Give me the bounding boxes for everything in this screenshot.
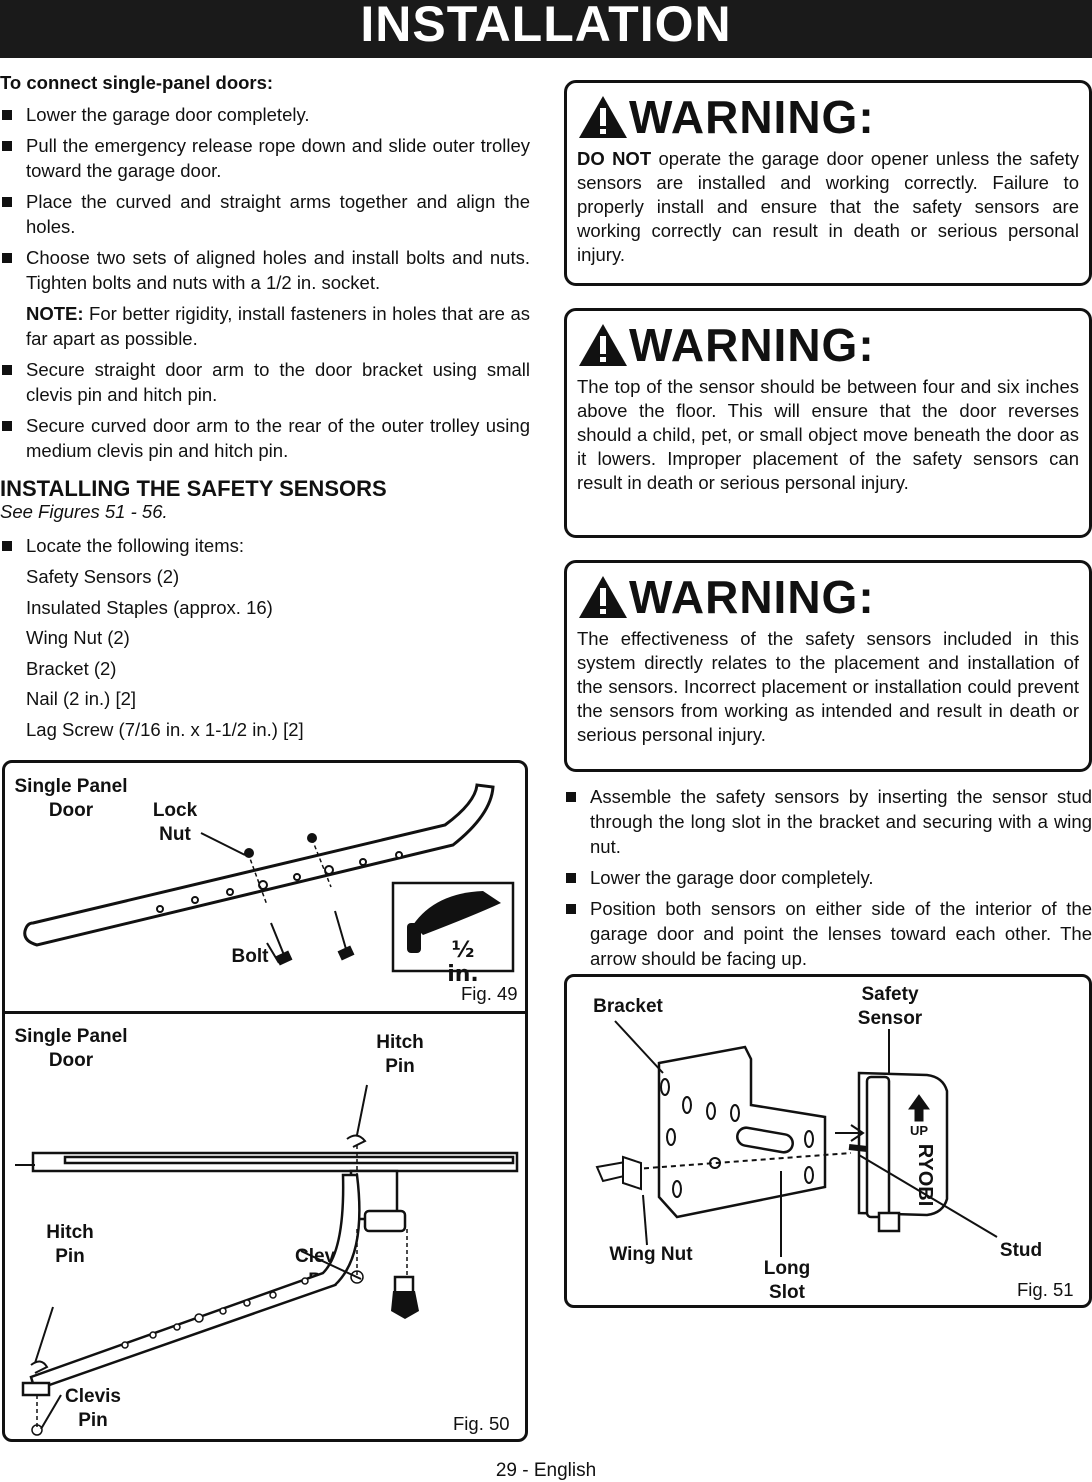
note-text: For better rigidity, install fasteners i… [26,303,530,349]
note-label: NOTE: [26,303,84,324]
page-banner: INSTALLATION [0,0,1092,58]
brand-logo: RYOBI [914,1143,936,1207]
label-line: Pin [385,1056,415,1077]
warning-header: WARNING: [577,319,1079,371]
fig51-wingnut-label: Wing Nut [609,1244,693,1265]
parts-item: Insulated Staples (approx. 16) [26,596,273,618]
fig49-number: Fig. 49 [461,983,518,1004]
section-subtitle: See Figures 51 - 56. [0,501,168,522]
up-marking: UP [909,1123,929,1138]
step-item: Secure curved door arm to the rear of th… [0,413,530,463]
rigidity-note: NOTE: For better rigidity, install faste… [0,301,530,351]
step-item: Place the curved and straight arms toget… [0,189,530,239]
label-line: Door [48,1050,94,1071]
label-line: Hitch [376,1032,424,1053]
socket-size-label: ½ in. [447,938,479,987]
warning-triangle-icon [579,96,627,138]
label-line: Single Panel [14,1026,128,1047]
warning-header: WARNING: [577,91,1079,143]
fig51-bracket-label: Bracket [593,996,663,1017]
label-line: Safety [861,984,919,1005]
parts-item: Safety Sensors (2) [26,566,180,587]
warning-body: operate the garage door opener unless th… [577,148,1079,265]
warning-title: WARNING: [629,91,875,143]
warning-box: WARNING: DO NOT operate the garage door … [564,80,1092,286]
warning-title: WARNING: [629,319,875,371]
label-line: Lock [152,800,198,821]
fig51-sensor-drawing [595,1020,998,1257]
single-panel-steps: Lower the garage door completely. Pull t… [0,102,530,295]
parts-item: Lag Screw (7/16 in. x 1-1/2 in.) [2] [26,718,304,740]
locate-list: Locate the following items: [0,533,530,558]
fig49-bolt-label: Bolt [231,946,269,967]
warning-box: WARNING: The top of the sensor should be… [564,308,1092,538]
section-title: INSTALLING THE SAFETY SENSORS [0,476,387,501]
warning-text: DO NOT operate the garage door opener un… [577,147,1079,267]
step-item: Pull the emergency release rope down and… [0,133,530,183]
warning-body: The effectiveness of the safety sensors … [577,628,1079,745]
fig50-number: Fig. 50 [453,1413,510,1434]
label-line: Pin [78,1410,108,1431]
fig51-number: Fig. 51 [1017,1279,1074,1300]
warning-triangle-icon [579,324,627,366]
fig50-arm-drawing [15,1084,519,1436]
warning-box: WARNING: The effectiveness of the safety… [564,560,1092,772]
step-item: Choose two sets of aligned holes and ins… [0,245,530,295]
parts-item: Nail (2 in.) [2] [26,688,137,709]
warning-body: The top of the sensor should be between … [577,376,1079,493]
locate-item: Locate the following items: [0,533,530,558]
step-item: Lower the garage door completely. [0,102,530,127]
label-line: Sensor [857,1008,923,1029]
sensor-step: Position both sensors on either side of … [564,896,1092,971]
warning-lead: DO NOT [577,148,652,169]
label-line: Nut [159,824,191,845]
fig49-arm-drawing [23,783,515,973]
right-column: WARNING: DO NOT operate the garage door … [564,72,1092,977]
warning-triangle-icon [579,576,627,618]
step-item: Secure straight door arm to the door bra… [0,357,530,407]
label-line: Clevis [65,1386,121,1407]
warning-title: WARNING: [629,571,875,623]
label-line: Pin [55,1246,85,1267]
parts-item: Wing Nut (2) [26,627,130,648]
label-line: Single Panel [14,776,128,797]
single-panel-heading: To connect single-panel doors: [0,72,274,93]
figure-divider [5,1011,525,1014]
single-panel-steps-cont: Secure straight door arm to the door bra… [0,357,530,463]
warning-header: WARNING: [577,571,1079,623]
label-line: Door [48,800,94,821]
page-footer: 29 - English [495,1460,597,1481]
parts-item: Bracket (2) [26,657,117,679]
label-line: Slot [769,1282,805,1303]
sensor-steps: Assemble the safety sensors by inserting… [564,784,1092,971]
left-column: To connect single-panel doors: Lower the… [0,72,530,747]
label-line: Long [763,1258,811,1279]
fig51-stud-label: Stud [999,1240,1043,1261]
sensor-step: Lower the garage door completely. [564,865,1092,890]
label-line: Hitch [46,1222,94,1243]
sensor-step: Assemble the safety sensors by inserting… [564,784,1092,859]
